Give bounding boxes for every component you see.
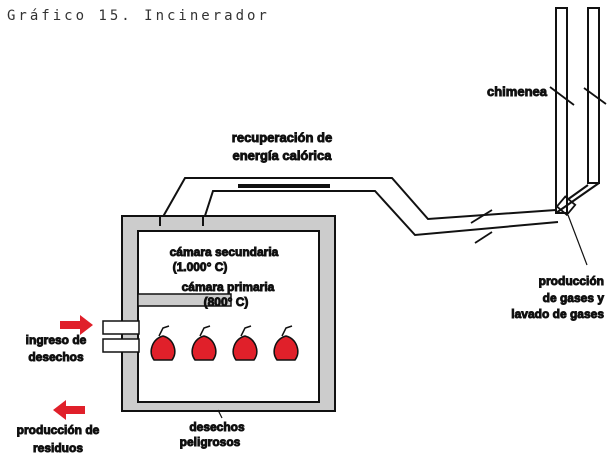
label-secondary-2: (1.000° C) (173, 260, 228, 274)
gas-duct (159, 177, 559, 237)
label-primary-2: (800° C) (204, 295, 249, 309)
label-ash-out-1: producción de (17, 423, 100, 437)
label-gas-1: producción (539, 274, 604, 288)
label-primary-1: cámara primaria (182, 280, 275, 294)
leader-lines (217, 214, 588, 419)
chimney (555, 7, 600, 214)
label-energy-1: recuperación de (232, 130, 332, 145)
label-waste-2: peligrosos (180, 435, 241, 449)
label-gas-3: lavado de gases (511, 307, 604, 321)
label-gas-2: de gases y (543, 291, 605, 305)
label-secondary-1: cámara secundaria (170, 245, 279, 259)
label-energy-2: energía calórica (233, 148, 333, 163)
waste-bag-icon (150, 325, 299, 361)
arrow-right-icon (60, 315, 93, 335)
label-waste-1: desechos (189, 420, 245, 434)
label-air-in-2: desechos (28, 350, 84, 364)
duct-connectors (159, 216, 204, 226)
label-ash-out-2: residuos (33, 441, 83, 455)
label-air-in-1: ingreso de (26, 333, 87, 347)
damper-icon (470, 86, 607, 244)
side-ports (102, 320, 140, 353)
figure-title: Gráfico 15. Incinerador (7, 8, 270, 24)
heat-recovery-band (238, 184, 330, 188)
arrow-left-icon (53, 400, 85, 420)
chamber-divider (137, 293, 232, 307)
label-chimney: chimenea (487, 84, 548, 99)
